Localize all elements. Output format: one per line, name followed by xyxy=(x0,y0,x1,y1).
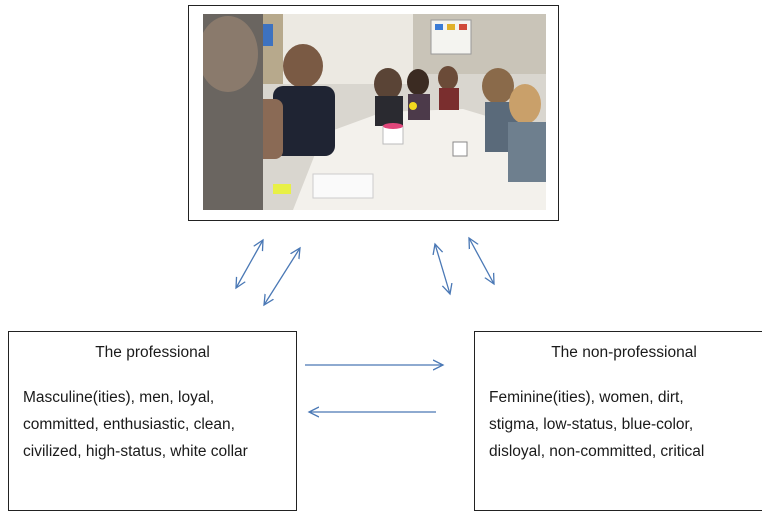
non-professional-description: Feminine(ities), women, dirt, stigma, lo… xyxy=(489,384,762,465)
professional-box: The professional Masculine(ities), men, … xyxy=(8,331,297,511)
non-professional-line: Feminine(ities), women, dirt, xyxy=(489,389,684,406)
arrow-photo-to-nonprofessional-2 xyxy=(469,238,494,284)
non-professional-box: The non-professional Feminine(ities), wo… xyxy=(474,331,762,511)
non-professional-title: The non-professional xyxy=(551,344,697,361)
professional-description: Masculine(ities), men, loyal, committed,… xyxy=(23,384,288,465)
arrow-photo-to-nonprofessional-1 xyxy=(435,244,450,294)
professional-line: Masculine(ities), men, loyal, xyxy=(23,389,215,406)
relationship-arrows xyxy=(0,0,762,499)
non-professional-line: stigma, low-status, blue-color, xyxy=(489,416,694,433)
meeting-photo xyxy=(203,14,546,210)
arrow-photo-to-professional-2 xyxy=(264,248,300,305)
arrow-photo-to-professional-1 xyxy=(236,240,263,288)
professional-line: committed, enthusiastic, clean, xyxy=(23,416,235,433)
non-professional-line: disloyal, non-committed, critical xyxy=(489,443,705,460)
meeting-photo-illustration xyxy=(203,14,546,210)
professional-title: The professional xyxy=(95,344,210,361)
photo-frame xyxy=(188,5,559,221)
professional-line: civilized, high-status, white collar xyxy=(23,443,248,460)
